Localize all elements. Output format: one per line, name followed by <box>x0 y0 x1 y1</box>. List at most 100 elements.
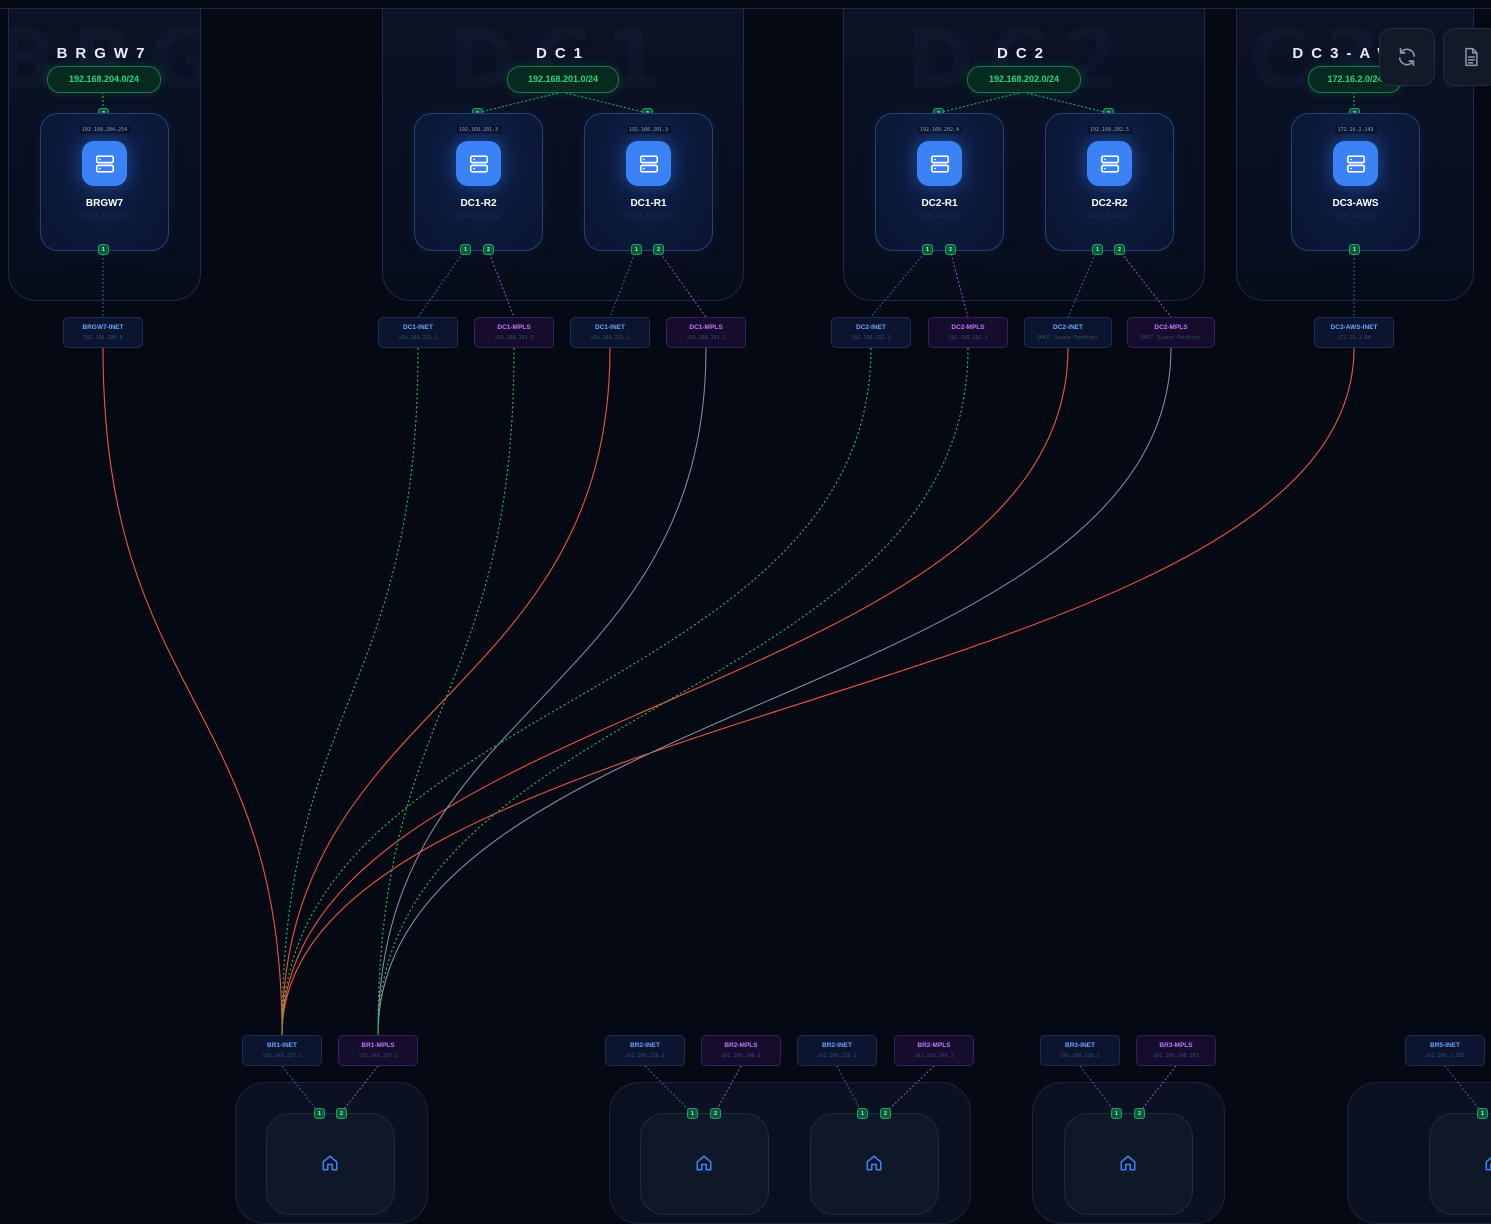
port-link <box>870 249 928 318</box>
branch-device-br2-a[interactable] <box>640 1113 769 1215</box>
wan-interface[interactable]: DC1-INET 192.168.221.1 <box>570 317 650 348</box>
branch-device-br5[interactable] <box>1429 1113 1491 1215</box>
port-link <box>417 249 466 318</box>
wan-ip: 192.168.196.2 <box>721 1053 761 1059</box>
wan-interface[interactable]: BR1-MPLS 192.168.197.1 <box>338 1035 418 1066</box>
subnet-badge[interactable]: 192.168.204.0/24 <box>47 66 161 93</box>
port-wan-links <box>102 249 1483 1114</box>
home-icon <box>696 1155 712 1171</box>
wan-ip: 192.168.191.3 <box>494 335 534 341</box>
port-link <box>949 249 969 318</box>
port-2[interactable]: 2 <box>710 1108 721 1119</box>
router-dc1-r1[interactable]: 192.168.201.3 DC1-R1 ION 3102V <box>584 113 713 251</box>
subnet-badge[interactable]: 192.168.201.0/24 <box>507 66 619 93</box>
router-name: DC3-AWS <box>1332 198 1379 209</box>
router-dc2-r1[interactable]: 192.168.202.4 DC2-R1 ION 3102V <box>875 113 1004 251</box>
port-link <box>487 249 515 318</box>
site-title: DC2 <box>996 45 1051 62</box>
router-model: ION 3102V <box>626 213 671 220</box>
overlay-link <box>377 347 515 1036</box>
wan-ip: 192.168.197.1 <box>358 1053 398 1059</box>
router-name: DC1-R2 <box>460 198 497 209</box>
mpls-link <box>377 347 1172 1036</box>
port-2[interactable]: 2 <box>336 1108 347 1119</box>
wan-interface[interactable]: DC2-INET 192.168.222.1 <box>831 317 911 348</box>
report-button[interactable] <box>1443 28 1491 86</box>
wan-ip: 192.168.227.1 <box>262 1053 302 1059</box>
port-1[interactable]: 1 <box>1111 1108 1122 1119</box>
wan-interface[interactable]: DC1-MPLS 192.168.191.3 <box>474 317 554 348</box>
wan-name: DC3-AWS-INET <box>1330 324 1378 331</box>
refresh-button[interactable] <box>1379 28 1435 86</box>
port-1[interactable]: 1 <box>1349 244 1360 255</box>
port-link <box>836 1065 863 1114</box>
wan-interface[interactable]: DC2-MPLS 192.168.192.1 <box>928 317 1008 348</box>
wan-interface[interactable]: BR2-MPLS 192.168.196.2 <box>701 1035 781 1066</box>
wan-name: DC2-INET <box>856 324 886 331</box>
subnet-badge[interactable]: 192.168.202.0/24 <box>967 66 1081 93</box>
inet-links <box>102 347 1355 1036</box>
port-1[interactable]: 1 <box>1477 1108 1488 1119</box>
port-1[interactable]: 1 <box>857 1108 868 1119</box>
wan-name: DC1-INET <box>595 324 625 331</box>
home-icon <box>866 1155 882 1171</box>
port-1[interactable]: 1 <box>1092 244 1103 255</box>
wan-interface[interactable]: DC1-INET 192.168.221.2 <box>378 317 458 348</box>
inet-link <box>102 347 283 1036</box>
subnet-link <box>937 91 1024 114</box>
wan-ip: 192.168.100.8 <box>83 335 123 341</box>
wan-interface[interactable]: BR2-INET 192.168.226.2 <box>605 1035 685 1066</box>
wan-interface[interactable]: BR2-MPLS 192.168.196.1 <box>894 1035 974 1066</box>
port-1[interactable]: 1 <box>460 244 471 255</box>
server-icon <box>456 141 501 186</box>
port-2[interactable]: 2 <box>1134 1108 1145 1119</box>
router-dc2-r2[interactable]: 192.168.202.5 DC2-R2 ION 3102V <box>1045 113 1174 251</box>
home-icon <box>322 1155 338 1171</box>
router-brgw7[interactable]: 192.168.204.254 BRGW7 ION 3102V <box>40 113 169 251</box>
port-link <box>340 1065 379 1114</box>
branch-device-br1[interactable] <box>266 1113 395 1215</box>
mpls-links <box>377 347 1172 1036</box>
router-ip: 192.168.201.3 <box>625 126 672 134</box>
home-icon <box>1485 1156 1491 1171</box>
wan-name: BR2-INET <box>630 1042 660 1049</box>
port-1[interactable]: 1 <box>922 244 933 255</box>
wan-ip: 192.168.198.103 <box>1153 1053 1199 1059</box>
wan-ip: 172.16.1.84 <box>1337 335 1371 341</box>
wan-interface[interactable]: DC2-INET DHCP (Lease Pending) <box>1024 317 1112 348</box>
wan-ip: 192.168.226.1 <box>817 1053 857 1059</box>
wan-name: BR2-INET <box>822 1042 852 1049</box>
wan-interface[interactable]: DC2-MPLS DHCP (Lease Pending) <box>1127 317 1215 348</box>
overlay-link <box>281 347 419 1036</box>
port-1[interactable]: 1 <box>687 1108 698 1119</box>
wan-interface[interactable]: BR1-INET 192.168.227.1 <box>242 1035 322 1066</box>
subnet-link <box>1022 91 1109 114</box>
wan-interface[interactable]: BRGW7-INET 192.168.100.8 <box>63 317 143 348</box>
wan-interface[interactable]: DC3-AWS-INET 172.16.1.84 <box>1314 317 1394 348</box>
port-1[interactable]: 1 <box>98 244 109 255</box>
port-1[interactable]: 1 <box>314 1108 325 1119</box>
router-ip: 192.168.202.5 <box>1086 126 1133 134</box>
wan-interface[interactable]: BR3-MPLS 192.168.198.103 <box>1136 1035 1216 1066</box>
wan-interface[interactable]: BR5-INET 192.168.1.235 <box>1405 1035 1485 1066</box>
wan-interface[interactable]: BR3-INET 192.168.228.1 <box>1040 1035 1120 1066</box>
wan-name: DC2-MPLS <box>951 324 985 331</box>
router-dc3-aws[interactable]: 172.16.2.243 DC3-AWS ION 3102V <box>1291 113 1420 251</box>
port-2[interactable]: 2 <box>945 244 956 255</box>
port-2[interactable]: 2 <box>653 244 664 255</box>
port-1[interactable]: 1 <box>631 244 642 255</box>
wan-name: BR2-MPLS <box>917 1042 951 1049</box>
port-2[interactable]: 2 <box>1114 244 1125 255</box>
branch-device-br2-b[interactable] <box>810 1113 939 1215</box>
branch-device-br3[interactable] <box>1064 1113 1193 1215</box>
router-dc1-r2[interactable]: 192.168.201.3 DC1-R2 ION 3102V <box>414 113 543 251</box>
port-2[interactable]: 2 <box>880 1108 891 1119</box>
document-icon <box>1465 47 1478 67</box>
wan-interface[interactable]: BR2-INET 192.168.226.1 <box>797 1035 877 1066</box>
wan-interface[interactable]: DC1-MPLS 192.168.191.1 <box>666 317 746 348</box>
wan-name: BR1-MPLS <box>361 1042 395 1049</box>
overlay-link <box>281 347 872 1036</box>
router-model: ION 3102V <box>1333 213 1378 220</box>
port-2[interactable]: 2 <box>483 244 494 255</box>
wan-name: BR5-INET <box>1430 1042 1460 1049</box>
